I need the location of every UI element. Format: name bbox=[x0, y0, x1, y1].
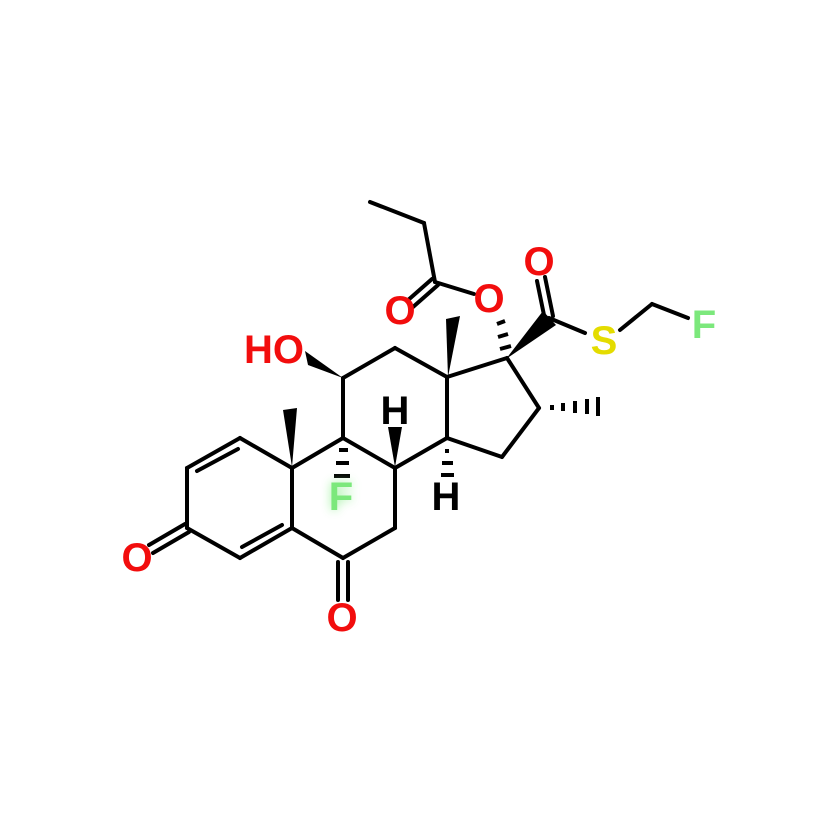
hash-bond-dash bbox=[497, 332, 509, 339]
bond-line bbox=[505, 356, 541, 410]
bond-line bbox=[650, 302, 690, 320]
wedge-bond bbox=[305, 351, 343, 378]
bond-line bbox=[543, 275, 555, 318]
bond-line bbox=[238, 436, 294, 470]
bond-line bbox=[368, 200, 426, 225]
bond-line bbox=[445, 356, 509, 379]
bond-line bbox=[618, 302, 654, 332]
hash-bond-dash bbox=[496, 319, 506, 326]
atom-label-propionyl-carbonyl-O: O bbox=[384, 289, 415, 333]
bond-line bbox=[238, 526, 294, 560]
bond-line bbox=[341, 346, 397, 380]
bond-line bbox=[147, 522, 187, 547]
atom-label-C9-F: F bbox=[329, 475, 353, 519]
atom-label-C8-H: H bbox=[381, 389, 410, 433]
atom-label-keto-C3-O: O bbox=[121, 536, 152, 580]
bond-line bbox=[433, 280, 476, 296]
bond-line bbox=[341, 526, 397, 560]
bond-line bbox=[445, 436, 504, 459]
bond-line bbox=[151, 530, 191, 555]
bond-line bbox=[185, 436, 242, 470]
wedge-bond bbox=[446, 316, 460, 377]
bond-line bbox=[240, 523, 284, 549]
atom-label-hydroxyl-HO: HO bbox=[244, 328, 304, 372]
bond-line bbox=[411, 283, 440, 309]
bond-line bbox=[185, 526, 242, 560]
bond-line bbox=[393, 436, 449, 470]
atom-label-thioester-S: S bbox=[591, 319, 618, 363]
bond-line bbox=[195, 447, 240, 473]
bond-line bbox=[290, 526, 345, 560]
hash-bond-dash bbox=[499, 344, 512, 351]
wedge-bond bbox=[506, 311, 556, 359]
wedge-bond bbox=[388, 427, 402, 467]
atom-label-ester-O: O bbox=[473, 277, 504, 321]
atom-label-fluoromethyl-F: F bbox=[692, 303, 716, 347]
bond-line bbox=[547, 316, 587, 335]
bond-line bbox=[393, 346, 449, 379]
bond-line bbox=[422, 221, 437, 284]
bond-line bbox=[290, 436, 345, 470]
bond-line bbox=[341, 436, 397, 470]
bond-line bbox=[500, 406, 541, 459]
atom-label-thioester-carbonyl-O: O bbox=[523, 240, 554, 284]
atom-label-C14-H: H bbox=[432, 475, 461, 519]
bond-line bbox=[405, 277, 434, 303]
wedge-bond bbox=[283, 408, 297, 467]
atom-label-keto-C6-O: O bbox=[326, 596, 357, 640]
